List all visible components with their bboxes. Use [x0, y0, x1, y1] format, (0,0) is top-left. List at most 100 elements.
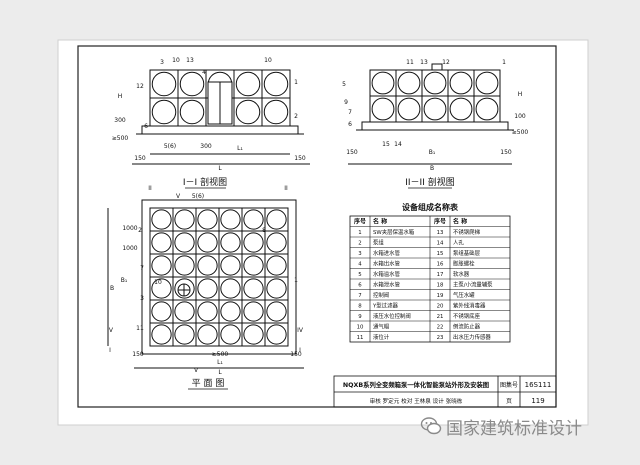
plan-callout: 11 [136, 325, 144, 332]
manhole [431, 63, 443, 71]
wechat-icon [420, 417, 442, 435]
panel-bulge [197, 232, 218, 253]
panel-bulge [151, 301, 172, 322]
panel-bulge [371, 97, 395, 121]
side2-callout: 6 [348, 121, 352, 128]
side1-dim-bottom: 150 [294, 155, 306, 162]
panel-bulge [243, 278, 264, 299]
table-cell: 水箱进水管 [373, 249, 401, 257]
plan-dim: 150 [132, 351, 144, 358]
panel-bulge [197, 278, 218, 299]
table-cell: 19 [437, 293, 444, 299]
panel-bulge [397, 71, 421, 95]
equipment-table-title: 设备组成名称表 [402, 202, 459, 212]
side2-callout: 14 [394, 141, 402, 148]
side2-callout: 7 [348, 109, 352, 116]
plan-dim: B₁ [121, 277, 128, 284]
table-cell: 16 [437, 262, 444, 268]
table-cell: 17 [437, 272, 444, 278]
table-cell: 泵组基础层 [453, 249, 481, 257]
page-number: 119 [531, 397, 544, 405]
section-mark: V [194, 367, 199, 374]
table-cell: 人孔 [453, 239, 464, 247]
panel-bulge [174, 278, 195, 299]
side1-callout: 10 [172, 57, 180, 64]
panel-bulge [220, 255, 241, 276]
panel-bulge [235, 99, 261, 125]
plan-title: 平 面 图 [192, 378, 225, 389]
panel-bulge [174, 301, 195, 322]
watermark-text: 国家建筑标准设计 [446, 418, 582, 439]
side2-dim-500: ≥500 [512, 129, 529, 136]
plan-dim: 1000 [122, 225, 137, 232]
table-cell: 2 [358, 241, 361, 247]
plan-dim: 150 [290, 351, 302, 358]
panel-bulge [397, 97, 421, 121]
plan-view [107, 199, 304, 369]
review-row: 审核 罗定元 校对 王林泉 设计 张晓栋 [370, 397, 463, 405]
side1-callout: 1 [294, 79, 298, 86]
table-cell: 泵组 [373, 239, 384, 247]
table-header-cell: 序号 [353, 218, 366, 226]
table-cell: 不锈钢爬梯 [453, 228, 481, 236]
table-cell: 14 [437, 241, 444, 247]
drawing-frame [77, 45, 557, 408]
table-cell: 液位计 [373, 333, 390, 341]
table-cell: 3 [358, 251, 361, 257]
tank-panel [264, 322, 289, 347]
plan-callout: 1 [294, 277, 298, 284]
panel-bulge [243, 232, 264, 253]
plan-dim: ≥500 [212, 351, 229, 358]
plan-dim: L₁ [217, 359, 223, 366]
base-outline [141, 199, 297, 355]
watermark: 国家建筑标准设计 [420, 414, 635, 439]
table-cell: 膨胀螺栓 [453, 260, 475, 268]
side1-callout: 4 [202, 69, 206, 76]
table-cell: 紫外线消毒器 [453, 302, 486, 310]
table-cell: 6 [358, 283, 362, 289]
table-cell: 4 [358, 262, 362, 268]
plan-callout: 7 [140, 265, 144, 272]
table-cell: 出水压力传感器 [453, 333, 491, 341]
panel-bulge [243, 209, 264, 230]
panel-bulge [266, 232, 287, 253]
side2-dim-h: H [518, 91, 523, 98]
panel-bulge [423, 71, 447, 95]
panel-bulge [243, 301, 264, 322]
panel-bulge [151, 278, 172, 299]
side1-dim-bottom: L₁ [237, 145, 243, 152]
panel-bulge [371, 71, 395, 95]
side1-title: I－I 剖视图 [183, 176, 227, 188]
panel-bulge [151, 232, 172, 253]
side2-dim-bottom: B₁ [429, 149, 436, 156]
atlas-number: 16S111 [525, 381, 552, 389]
panel-bulge [179, 71, 205, 97]
panel-bulge [197, 209, 218, 230]
plan-callout: 5(6) [192, 193, 204, 200]
side1-callout: 10 [264, 57, 272, 64]
plan-dim: B [110, 285, 114, 292]
panel-bulge [151, 324, 172, 345]
side2-dim-bottom: B [430, 165, 434, 172]
side2-callout: 5 [342, 81, 346, 88]
table-cell: 液压水位控制阀 [373, 312, 411, 320]
plan-callout: 10 [154, 279, 162, 286]
table-cell: 8 [358, 304, 362, 310]
side-view-1 [132, 69, 310, 165]
panel-bulge [220, 324, 241, 345]
panel-bulge [179, 99, 205, 125]
plan-callout: 8 [262, 227, 266, 234]
table-cell: 7 [358, 293, 361, 299]
table-cell: 21 [437, 314, 444, 320]
panel-bulge [243, 324, 264, 345]
table-cell: 9 [358, 314, 362, 320]
plan-callout: 2 [138, 227, 142, 234]
page-label: 页 [506, 398, 512, 405]
table-cell: 通气帽 [373, 323, 390, 331]
side1-dim-bottom: L [218, 165, 222, 172]
side1-dim-300: 300 [114, 117, 126, 124]
panel-bulge [263, 99, 289, 125]
